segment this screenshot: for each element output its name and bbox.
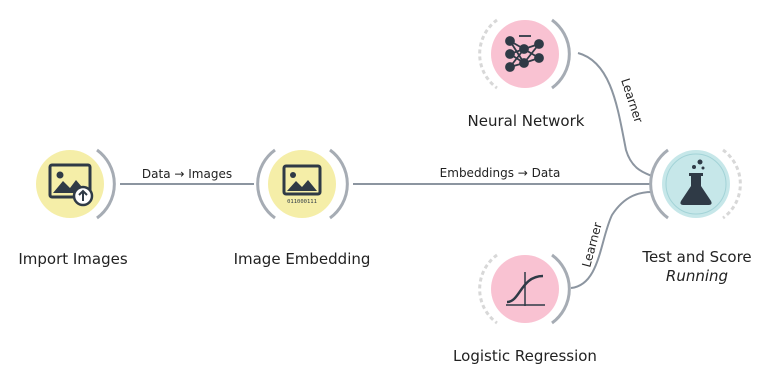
output-anchor[interactable] — [329, 148, 349, 220]
input-anchor[interactable] — [256, 148, 276, 220]
node-status-running: Running — [666, 267, 728, 285]
widget-circle — [491, 20, 559, 88]
input-anchor[interactable] — [478, 253, 498, 325]
link-label-learner-nn: Learner — [618, 77, 646, 125]
logistic-curve-icon — [506, 272, 545, 306]
input-anchor[interactable] — [478, 18, 498, 90]
node-label: Image Embedding — [234, 250, 371, 268]
link-label-embeddings-data: Embeddings → Data — [440, 166, 561, 180]
input-anchor[interactable] — [649, 148, 669, 220]
node-label: Test and Score — [641, 248, 751, 266]
link-line — [570, 191, 653, 289]
import-images-icon — [48, 163, 94, 207]
link-lr-to-test[interactable]: Learner — [570, 191, 653, 289]
node-logistic-regression[interactable]: Logistic Regression — [453, 253, 597, 365]
node-neural-network[interactable]: Neural Network — [468, 18, 585, 130]
widget-circle — [36, 150, 104, 218]
neural-network-icon — [505, 35, 544, 72]
link-label-data-images: Data → Images — [142, 167, 232, 181]
widget-circle — [268, 150, 336, 218]
node-test-and-score[interactable]: Test and Score Running — [641, 148, 752, 285]
flask-icon — [680, 159, 712, 205]
link-nn-to-test[interactable]: Learner — [577, 52, 653, 177]
link-import-to-embedding[interactable]: Data → Images — [120, 167, 254, 185]
output-anchor[interactable] — [551, 253, 571, 325]
link-label-learner-lr: Learner — [579, 221, 604, 269]
binary-code-text: 011000111 — [287, 199, 317, 205]
link-line — [577, 52, 653, 177]
link-embedding-to-test[interactable]: Embeddings → Data — [353, 166, 652, 185]
image-embedding-icon: 011000111 — [282, 164, 322, 205]
node-image-embedding[interactable]: 011000111 Image Embedding — [234, 148, 371, 268]
node-label: Neural Network — [468, 112, 585, 130]
node-import-images[interactable]: Import Images — [18, 148, 128, 268]
widget-inner-ring — [665, 153, 727, 215]
output-anchor[interactable] — [722, 148, 742, 220]
node-label: Logistic Regression — [453, 347, 597, 365]
node-label: Import Images — [18, 250, 128, 268]
output-anchor[interactable] — [96, 148, 116, 220]
output-anchor[interactable] — [551, 18, 571, 90]
